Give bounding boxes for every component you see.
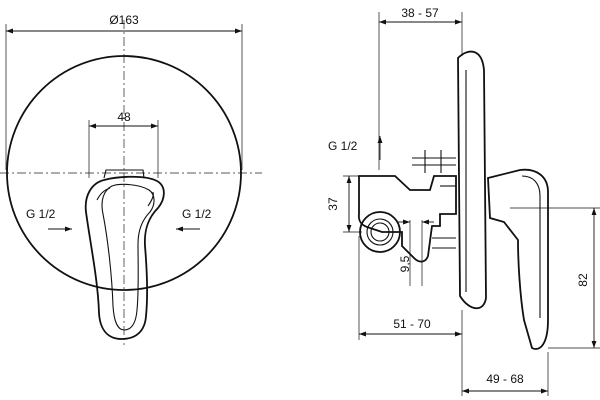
projection-dimension: 49 - 68 (461, 340, 549, 396)
left-inlet-label: G 1/2 (26, 207, 56, 221)
mounting-screw (412, 150, 456, 173)
depth-dimension: 51 - 70 (358, 236, 463, 340)
depth-label: 51 - 70 (393, 317, 431, 331)
lever-handle-front (84, 169, 165, 340)
wall-depth-dimension: 38 - 57 (379, 6, 462, 25)
right-inlet: G 1/2 (176, 207, 212, 232)
wall-depth-label: 38 - 57 (401, 6, 439, 20)
top-inlet-label: G 1/2 (328, 139, 358, 153)
cover-plate-side (457, 50, 487, 310)
height-dimension: 82 (510, 207, 600, 349)
top-inlet: G 1/2 (328, 136, 383, 160)
lever-width-dimension: 48 (88, 110, 159, 178)
offset-dimension: 9,5 (398, 219, 434, 286)
side-view: 38 - 57 G 1/2 (326, 6, 600, 396)
valve-body (357, 175, 457, 263)
lever-width-label: 48 (117, 110, 131, 124)
escutcheon-plate (6, 55, 242, 291)
diameter-label: Ø163 (109, 13, 139, 27)
body-height-label: 37 (326, 197, 340, 211)
projection-label: 49 - 68 (486, 372, 524, 386)
front-view: Ø163 48 G 1/2 G 1/2 (0, 13, 262, 345)
right-inlet-label: G 1/2 (182, 207, 212, 221)
body-height-dimension: 37 (326, 175, 372, 233)
left-inlet: G 1/2 (26, 207, 72, 232)
diameter-dimension: Ø163 (5, 13, 243, 170)
offset-label: 9,5 (398, 255, 412, 272)
height-label: 82 (576, 273, 590, 287)
lever-handle-side (487, 168, 549, 350)
